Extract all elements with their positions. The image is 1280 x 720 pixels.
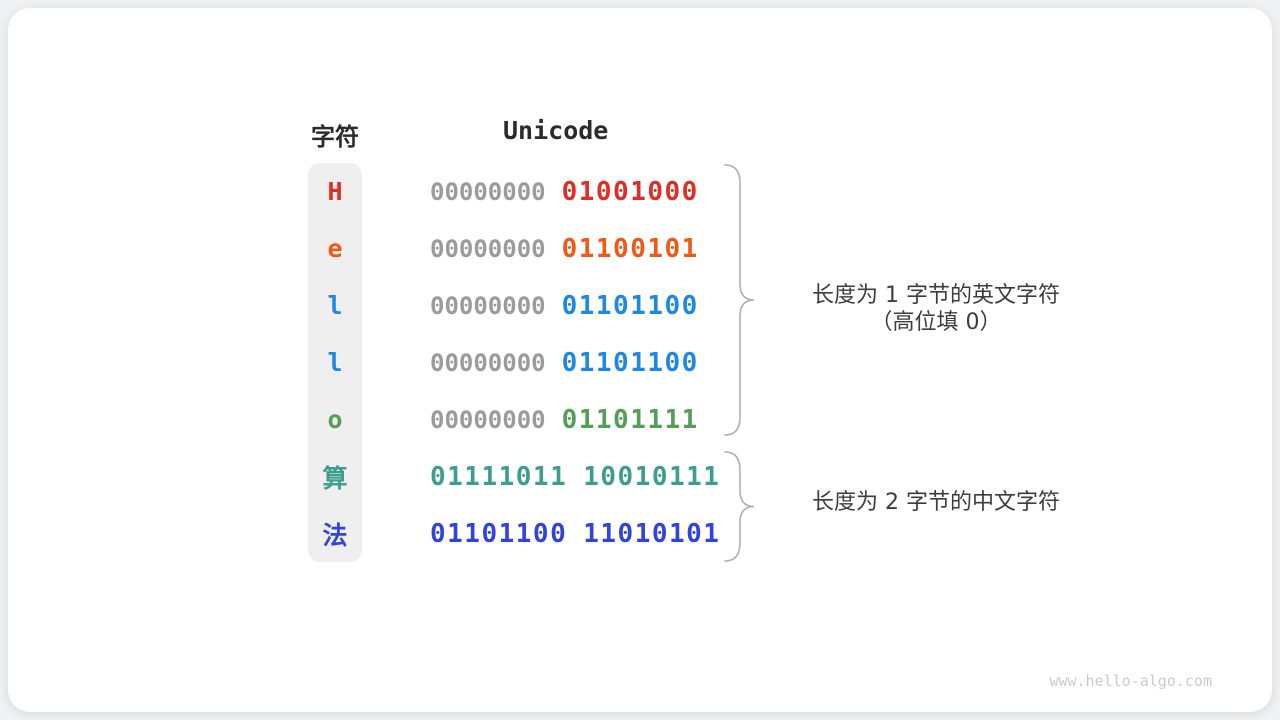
char-cell: 算 [322, 463, 348, 493]
unicode-bits-row: 00000000 01101111 [430, 391, 720, 448]
unicode-bits-row: 00000000 01100101 [430, 220, 720, 277]
high-byte: 01111011 [430, 461, 568, 492]
brace-english-path [724, 164, 755, 436]
unicode-bits-row: 01111011 10010111 [430, 448, 720, 505]
high-byte: 00000000 [430, 177, 546, 206]
char-cell: 法 [322, 520, 348, 550]
low-byte: 01101100 [561, 290, 699, 321]
annotation-english-line2: （高位填 0） [870, 310, 1002, 335]
high-byte: 00000000 [430, 348, 546, 377]
char-cell: o [327, 405, 343, 434]
low-byte: 10010111 [583, 461, 721, 492]
unicode-bits-row: 00000000 01101100 [430, 277, 720, 334]
char-cell: l [327, 291, 343, 320]
high-byte: 00000000 [430, 234, 546, 263]
char-column-background [308, 163, 362, 562]
brace-chinese-path [724, 451, 755, 562]
low-byte: 01100101 [561, 233, 699, 264]
char-cell: l [327, 348, 343, 377]
high-byte: 00000000 [430, 405, 546, 434]
annotation-english: 长度为 1 字节的英文字符 （高位填 0） [758, 282, 1114, 336]
unicode-bits-row: 00000000 01101100 [430, 334, 720, 391]
annotation-chinese: 长度为 2 字节的中文字符 [758, 489, 1114, 516]
column-header-char: 字符 [311, 123, 359, 151]
low-byte: 01101100 [561, 347, 699, 378]
unicode-bits-row: 00000000 01001000 [430, 163, 720, 220]
unicode-bits-row: 01101100 11010101 [430, 505, 720, 562]
watermark: www.hello-algo.com [1049, 672, 1212, 690]
low-byte: 01001000 [561, 176, 699, 207]
char-cell: e [327, 234, 343, 263]
brace-chinese-group [724, 451, 755, 562]
column-header-unicode: Unicode [503, 116, 609, 145]
char-cell: H [327, 177, 343, 206]
high-byte: 01101100 [430, 518, 568, 549]
annotation-chinese-line1: 长度为 2 字节的中文字符 [812, 490, 1060, 515]
annotation-english-line1: 长度为 1 字节的英文字符 [812, 283, 1060, 308]
brace-english-group [724, 164, 755, 436]
low-byte: 11010101 [583, 518, 721, 549]
low-byte: 01101111 [561, 404, 699, 435]
high-byte: 00000000 [430, 291, 546, 320]
